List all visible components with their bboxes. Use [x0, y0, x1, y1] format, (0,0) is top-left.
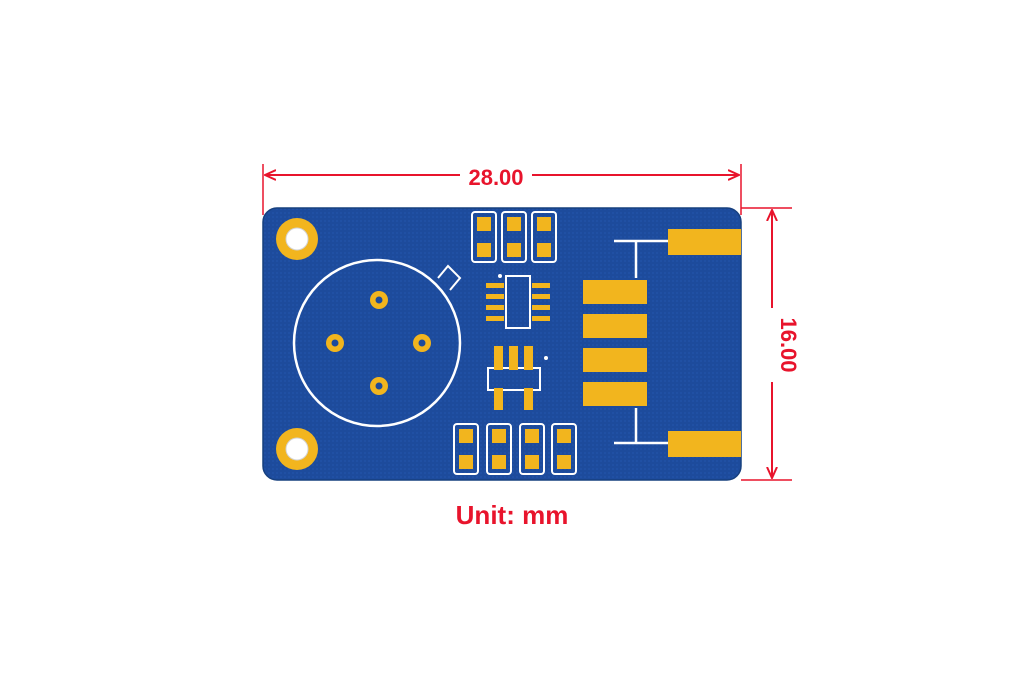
- mounting-hole-top: [276, 218, 318, 260]
- ic-footprint: [486, 274, 550, 329]
- transistor-footprint: [487, 346, 548, 410]
- height-dimension: 16.00: [741, 207, 801, 481]
- header-pin-pads: [583, 239, 668, 445]
- microphone-footprint: [292, 258, 462, 428]
- mounting-hole-bottom: [276, 428, 318, 470]
- top-passive-pads: [471, 211, 557, 263]
- height-label: 16.00: [776, 317, 801, 372]
- width-label: 28.00: [468, 165, 523, 190]
- mic-pin: [413, 334, 431, 352]
- bottom-passive-pads: [453, 423, 577, 475]
- pcb-board: [262, 207, 742, 481]
- mic-pin: [370, 291, 388, 309]
- unit-label: Unit: mm: [455, 500, 569, 530]
- width-dimension: 28.00: [262, 164, 742, 215]
- mic-pin: [326, 334, 344, 352]
- board-substrate: [263, 208, 741, 480]
- mic-pin: [370, 377, 388, 395]
- edge-mount-pads: [668, 229, 741, 457]
